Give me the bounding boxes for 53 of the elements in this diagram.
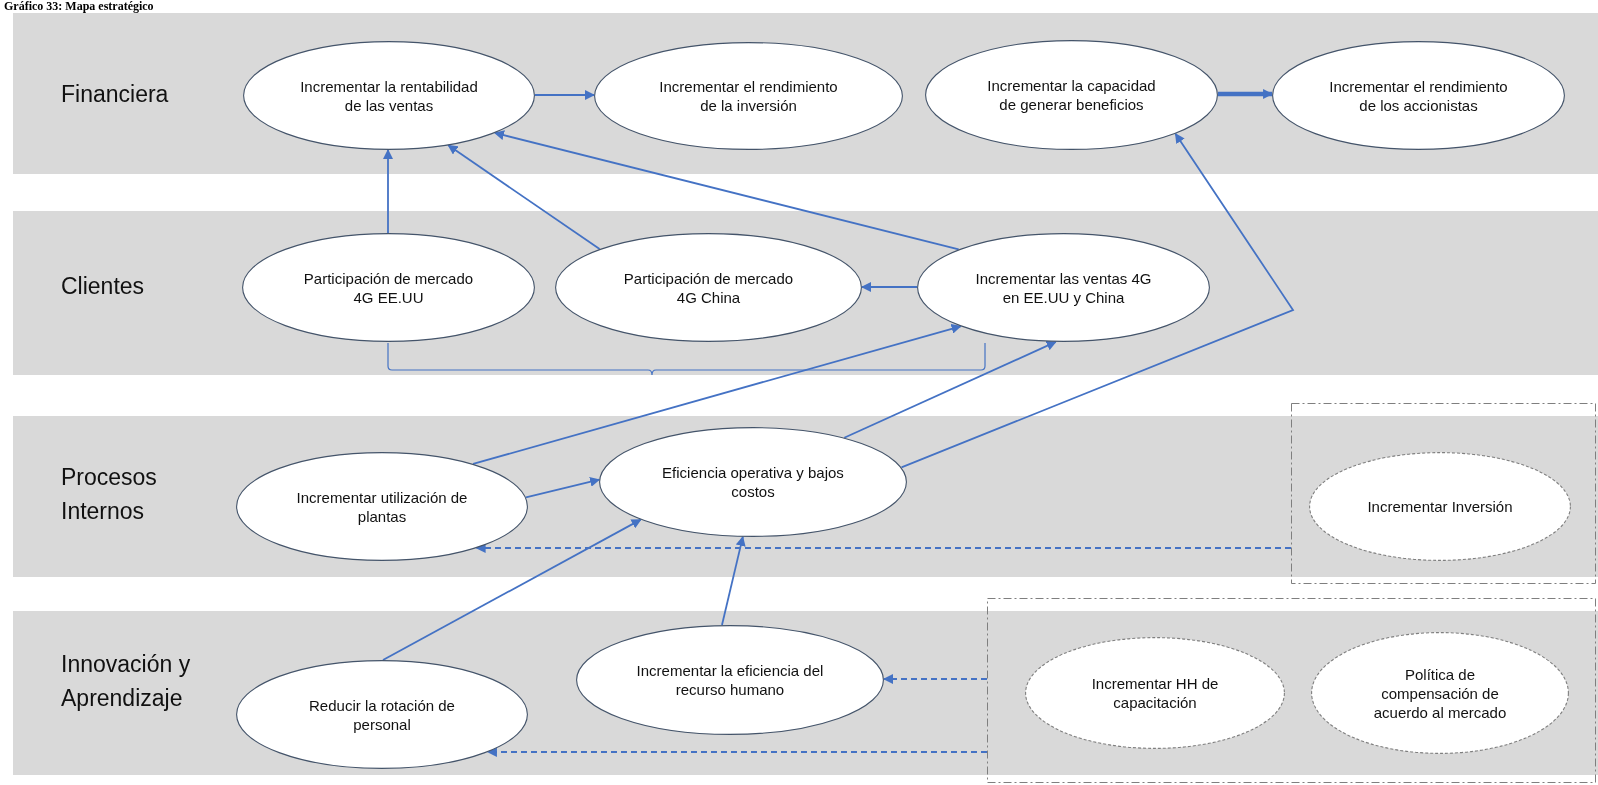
arrow (525, 477, 601, 499)
dashed-arrow (475, 543, 1292, 553)
figure-title: Gráfico 33: Mapa estratégico (4, 0, 154, 13)
objective-text: Incrementar Inversión (1366, 497, 1514, 516)
dashed-objective-ellipse (1025, 637, 1285, 749)
dash-dot-group-frame (1291, 403, 1596, 584)
objective-ellipse (594, 42, 903, 150)
objective-text: Incrementar la capacidad de generar beneficios (986, 76, 1157, 114)
arrow (861, 282, 918, 292)
dashed-objective-ellipse (1309, 452, 1571, 561)
objective-text: Incrementar HH de capacitación (1090, 674, 1220, 712)
objective-text: Reducir la rotación de personal (308, 695, 456, 734)
arrow (843, 341, 1057, 439)
perspective-label: Clientes (61, 272, 146, 301)
objective-ellipse (236, 452, 528, 561)
objective-text: Incrementar las ventas 4G en EE.UU y China (974, 268, 1153, 307)
dashed-arrow (486, 747, 988, 757)
objective-text: Incrementar utilización de plantas (295, 487, 469, 526)
perspective-label: Procesos Internos (61, 463, 158, 526)
objective-ellipse (925, 40, 1218, 150)
objective-text: Eficiencia operativa y bajos costos (661, 463, 845, 501)
objective-text: Incrementar el rendimiento de los accionistas (1328, 76, 1509, 115)
objective-text: Incrementar la eficiencia del recurso humano (635, 661, 825, 699)
objective-ellipse (236, 660, 528, 769)
dash-dot-group-frame (987, 598, 1596, 783)
arrow (447, 144, 601, 250)
objective-ellipse (576, 625, 884, 735)
objective-ellipse (555, 233, 862, 342)
arrow (383, 149, 393, 234)
arrow (472, 323, 962, 465)
objective-text: Participación de mercado 4G China (622, 268, 795, 307)
arrow (900, 132, 1295, 469)
arrow (721, 535, 746, 626)
perspective-band (13, 416, 1598, 577)
objective-ellipse (917, 233, 1210, 342)
objective-ellipse (243, 41, 535, 150)
perspective-label: Innovación y Aprendizaje (61, 650, 192, 713)
objective-ellipse (242, 233, 535, 342)
perspective-label: Financiera (61, 80, 170, 109)
objective-ellipse (1272, 41, 1565, 150)
perspective-band (13, 13, 1598, 174)
dashed-arrow (883, 674, 988, 684)
arrow (382, 518, 642, 661)
objective-text: Política de compensación de acuerdo al mercado (1372, 664, 1508, 722)
arrow (534, 90, 596, 100)
perspective-band (13, 211, 1598, 375)
arrow (494, 130, 960, 251)
objective-text: Incrementar el rendimiento de la inversión (658, 77, 839, 115)
arrow (1218, 89, 1274, 99)
objective-text: Participación de mercado 4G EE.UU (302, 268, 475, 307)
dashed-objective-ellipse (1311, 632, 1569, 754)
objective-ellipse (599, 427, 907, 537)
objective-text: Incrementar la rentabilidad de las ventas (299, 76, 479, 115)
